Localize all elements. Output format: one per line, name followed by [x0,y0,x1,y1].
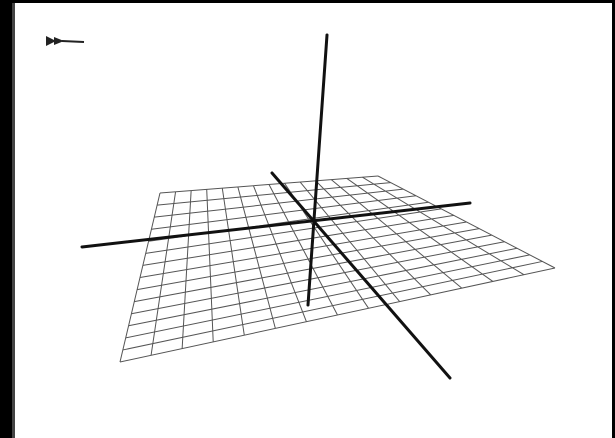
axis-x [80,201,472,249]
grid-line-row [119,267,556,363]
grid-line-row [134,234,492,303]
grid-line-column [315,180,432,296]
fast-forward-arrow-icon[interactable] [44,34,88,48]
axis-y [306,33,329,307]
grid-line-row [128,247,518,327]
axes [80,33,472,380]
grid-line-row [125,254,530,339]
grid-line-row [122,260,543,351]
grid-line-column [330,179,463,289]
grid-line-column [346,178,494,282]
grid-line-row [137,228,480,291]
axis-z [270,171,452,380]
grid-line-column [268,184,338,316]
grid-line-column [362,176,525,276]
grid-line-row [131,241,505,315]
grid-line-column [377,175,556,269]
ground-grid [119,175,556,363]
